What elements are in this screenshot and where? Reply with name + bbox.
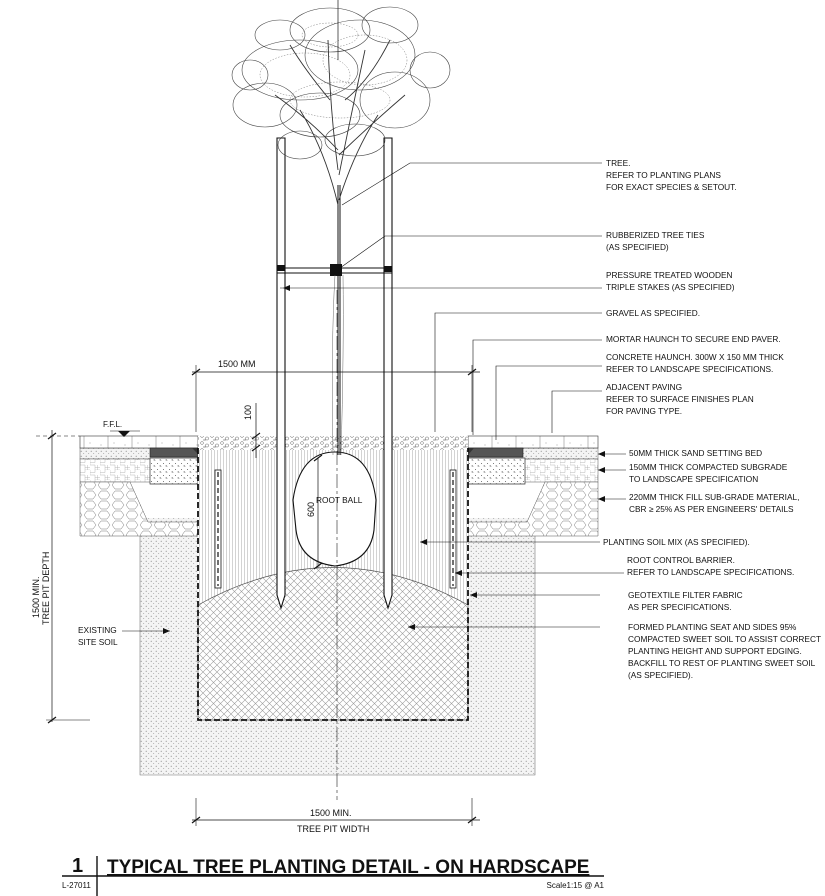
tree-pit	[197, 436, 469, 721]
root-ball	[292, 451, 377, 567]
note-barrier: ROOT CONTROL BARRIER. REFER TO LANDSCAPE…	[627, 555, 794, 577]
tree-stakes	[276, 137, 393, 610]
note-geotextile-line-1: GEOTEXTILE FILTER FABRIC	[628, 590, 743, 600]
note-formed-line-2: COMPACTED SWEET SOIL TO ASSIST CORRECT	[628, 634, 821, 644]
note-existing-line-1: EXISTING	[78, 625, 117, 635]
note-geotextile-line-2: AS PER SPECIFICATIONS.	[628, 602, 732, 612]
note-subgrade-line-1: 150MM THICK COMPACTED SUBGRADE	[629, 462, 788, 472]
sheet-reference: L-27011	[62, 881, 91, 890]
note-concrete: CONCRETE HAUNCH. 300W X 150 MM THICK REF…	[606, 352, 784, 374]
dimension-top-width: 1500 MM	[191, 359, 480, 432]
note-paving: ADJACENT PAVING REFER TO SURFACE FINISHE…	[606, 382, 754, 416]
note-tree-line-3: FOR EXACT SPECIES & SETOUT.	[606, 182, 737, 192]
dimension-pit-depth-label-1: 1500 MIN.	[31, 576, 41, 618]
note-fill-line-2: CBR ≥ 25% AS PER ENGINEERS' DETAILS	[629, 504, 794, 514]
note-ties: RUBBERIZED TREE TIES (AS SPECIFIED)	[606, 230, 705, 252]
note-ties-line-2: (AS SPECIFIED)	[606, 242, 669, 252]
title-block: 1 TYPICAL TREE PLANTING DETAIL - ON HARD…	[62, 855, 605, 896]
pavement-layers-left	[79, 447, 199, 537]
finished-floor-level: F.F.L.	[36, 420, 140, 437]
note-sand: 50MM THICK SAND SETTING BED	[629, 448, 762, 458]
dimension-root-ball-depth-label: 600	[306, 502, 316, 517]
note-paving-line-2: REFER TO SURFACE FINISHES PLAN	[606, 394, 754, 404]
dimension-pit-width-label-1: 1500 MIN.	[310, 808, 352, 818]
note-formed: FORMED PLANTING SEAT AND SIDES 95% COMPA…	[628, 622, 821, 680]
note-barrier-line-2: REFER TO LANDSCAPE SPECIFICATIONS.	[627, 567, 794, 577]
note-fill: 220MM THICK FILL SUB-GRADE MATERIAL, CBR…	[629, 492, 799, 514]
note-fill-line-1: 220MM THICK FILL SUB-GRADE MATERIAL,	[629, 492, 799, 502]
note-formed-line-3: PLANTING HEIGHT AND SUPPORT EDGING.	[628, 646, 802, 656]
note-concrete-line-1: CONCRETE HAUNCH. 300W X 150 MM THICK	[606, 352, 784, 362]
note-gravel: GRAVEL AS SPECIFIED.	[606, 308, 700, 318]
note-soil-mix: PLANTING SOIL MIX (AS SPECIFIED).	[603, 537, 750, 547]
note-ties-line-1: RUBBERIZED TREE TIES	[606, 230, 705, 240]
dimension-top-width-label: 1500 MM	[218, 359, 256, 369]
note-tree: TREE. REFER TO PLANTING PLANS FOR EXACT …	[606, 158, 737, 192]
note-paving-line-1: ADJACENT PAVING	[606, 382, 682, 392]
note-subgrade: 150MM THICK COMPACTED SUBGRADE TO LANDSC…	[629, 462, 788, 484]
note-subgrade-line-2: TO LANDSCAPE SPECIFICATION	[629, 474, 758, 484]
dimension-gravel-depth-label: 100	[243, 405, 253, 420]
title-number: 1	[72, 855, 83, 877]
note-formed-line-1: FORMED PLANTING SEAT AND SIDES 95%	[628, 622, 797, 632]
root-control-barriers	[214, 469, 457, 589]
tree	[231, 0, 451, 456]
note-geotextile: GEOTEXTILE FILTER FABRIC AS PER SPECIFIC…	[628, 590, 743, 612]
dimension-pit-width-label-2: TREE PIT WIDTH	[297, 824, 369, 834]
note-stakes: PRESSURE TREATED WOODEN TRIPLE STAKES (A…	[606, 270, 735, 292]
root-ball-label: ROOT BALL	[316, 495, 363, 505]
note-existing-soil: EXISTING SITE SOIL	[78, 625, 118, 647]
note-concrete-line-2: REFER TO LANDSCAPE SPECIFICATIONS.	[606, 364, 773, 374]
note-formed-line-4: BACKFILL TO REST OF PLANTING SWEET SOIL	[628, 658, 816, 668]
note-stakes-line-2: TRIPLE STAKES (AS SPECIFIED)	[606, 282, 735, 292]
note-formed-line-5: (AS SPECIFIED).	[628, 670, 693, 680]
dimension-root-ball-depth: 600	[306, 454, 323, 570]
pavement-layers-right	[467, 447, 599, 537]
leader-lines	[122, 162, 626, 632]
note-paving-line-3: FOR PAVING TYPE.	[606, 406, 682, 416]
note-stakes-line-1: PRESSURE TREATED WOODEN	[606, 270, 732, 280]
note-tree-line-2: REFER TO PLANTING PLANS	[606, 170, 721, 180]
dimension-pit-width: 1500 MIN. TREE PIT WIDTH	[191, 798, 480, 834]
note-tree-line-1: TREE.	[606, 158, 630, 168]
dimension-pit-depth: 1500 MIN. TREE PIT DEPTH	[31, 430, 90, 724]
dimension-gravel-depth: 100	[243, 403, 261, 458]
scale-label: Scale1:15 @ A1	[547, 881, 605, 890]
ffl-label: F.F.L.	[103, 420, 122, 429]
drawing-title: TYPICAL TREE PLANTING DETAIL - ON HARDSC…	[107, 857, 589, 878]
leader-arrowheads	[163, 285, 605, 634]
note-barrier-line-1: ROOT CONTROL BARRIER.	[627, 555, 735, 565]
note-mortar: MORTAR HAUNCH TO SECURE END PAVER.	[606, 334, 781, 344]
dimension-pit-depth-label-2: TREE PIT DEPTH	[41, 552, 51, 625]
note-existing-line-2: SITE SOIL	[78, 637, 118, 647]
